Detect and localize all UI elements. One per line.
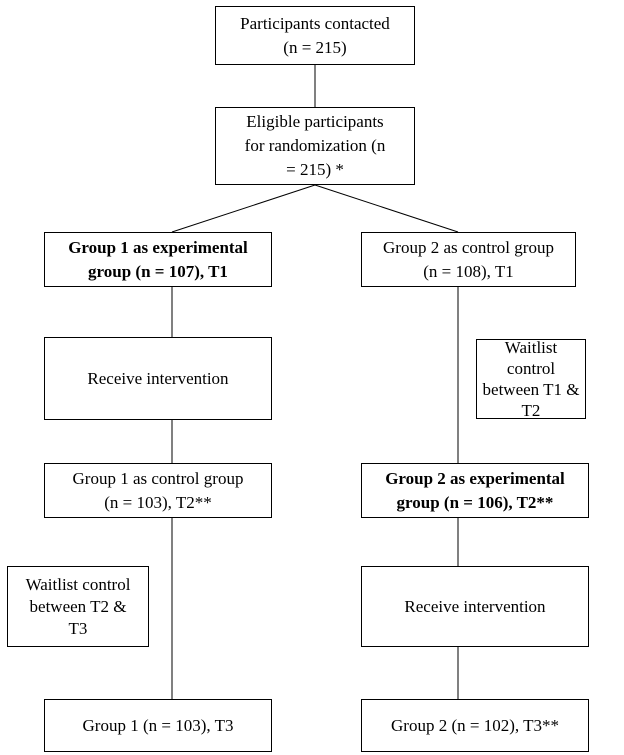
waitlist1-line1: Waitlist	[504, 338, 558, 357]
group1-t3-label: Group 1 (n = 103), T3	[82, 715, 234, 735]
group2-control-line2: (n = 108), T1	[423, 261, 514, 281]
group2-experimental-box: Group 2 as experimental group (n = 106),…	[361, 463, 589, 518]
receive-intervention-box-2: Receive intervention	[361, 566, 589, 647]
group2-control-box: Group 2 as control group (n = 108), T1	[361, 232, 576, 287]
group2-experimental-line2: group (n = 106), T2**	[396, 492, 554, 512]
group1-control-line2: (n = 103), T2**	[104, 492, 212, 512]
group2-t3-label: Group 2 (n = 102), T3**	[391, 715, 559, 735]
group2-experimental-line1: Group 2 as experimental	[385, 468, 565, 488]
eligible-line3: = 215) *	[286, 160, 344, 179]
waitlist2-line3: T3	[68, 618, 88, 638]
group1-experimental-box: Group 1 as experimental group (n = 107),…	[44, 232, 272, 287]
waitlist1-line4: T2	[521, 401, 541, 420]
group2-t3-box: Group 2 (n = 102), T3**	[361, 699, 589, 752]
edge-eligible-group2	[314, 184, 459, 233]
group2-control-line1: Group 2 as control group	[383, 237, 554, 257]
waitlist1-line2: control	[506, 359, 556, 378]
receive-intervention-label-2: Receive intervention	[404, 596, 546, 616]
waitlist2-line2: between T2 &	[29, 596, 127, 616]
waitlist-control-box-1: Waitlist control between T1 & T2	[476, 338, 586, 420]
group1-experimental-line1: Group 1 as experimental	[68, 237, 248, 257]
group1-experimental-line2: group (n = 107), T1	[88, 261, 228, 281]
group1-control-box: Group 1 as control group (n = 103), T2**	[44, 463, 272, 518]
waitlist1-line3: between T1 &	[482, 380, 580, 399]
participants-contacted-line2: (n = 215)	[283, 37, 347, 57]
group1-control-line1: Group 1 as control group	[72, 468, 244, 488]
participants-contacted-line1: Participants contacted	[240, 13, 390, 33]
receive-intervention-label-1: Receive intervention	[87, 368, 229, 388]
edge-eligible-group1	[171, 184, 316, 233]
waitlist-control-box-2: Waitlist control between T2 & T3	[7, 566, 149, 647]
waitlist2-line1: Waitlist control	[25, 574, 131, 594]
eligible-line2: for randomization (n	[244, 136, 386, 155]
receive-intervention-box-1: Receive intervention	[44, 337, 272, 420]
participants-contacted-box: Participants contacted (n = 215)	[215, 6, 415, 65]
group1-t3-box: Group 1 (n = 103), T3	[44, 699, 272, 752]
eligible-line1: Eligible participants	[246, 112, 384, 131]
eligible-participants-box: Eligible participants for randomization …	[215, 107, 415, 185]
